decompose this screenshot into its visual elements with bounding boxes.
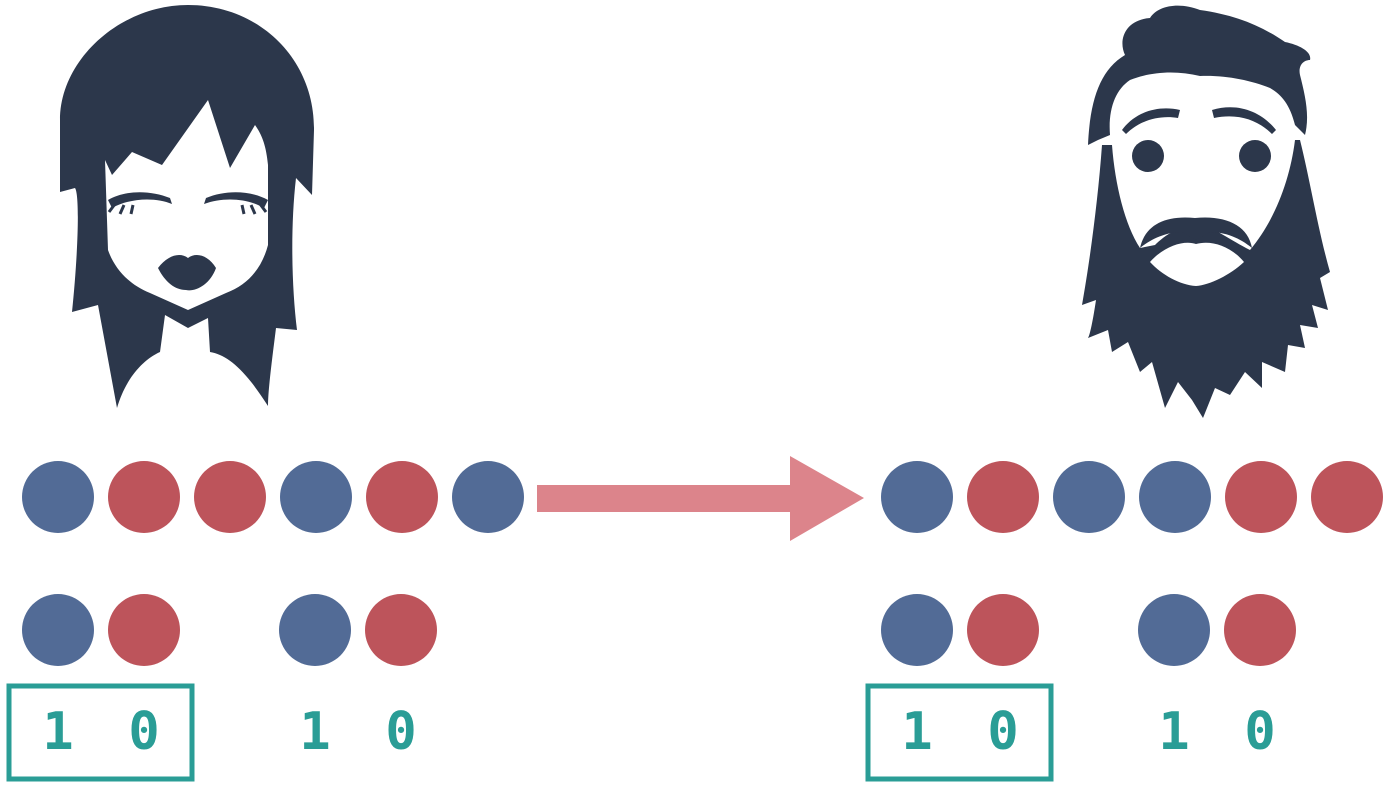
receiver-photon-sequence [881, 461, 1383, 533]
red-photon [194, 461, 266, 533]
blue-photon [881, 461, 953, 533]
blue-photon [22, 461, 94, 533]
blue-photon [279, 594, 351, 666]
bit-value: 0 [987, 702, 1018, 762]
highlight-box [865, 683, 1054, 782]
highlight-box [6, 683, 195, 782]
red-photon [108, 461, 180, 533]
red-photon [1311, 461, 1383, 533]
bearded-man-face-icon [1082, 5, 1330, 418]
red-photon [967, 594, 1039, 666]
red-photon [365, 594, 437, 666]
bit-value: 1 [901, 702, 932, 762]
blue-photon [1053, 461, 1125, 533]
sender-photon-sequence [22, 461, 524, 533]
red-photon [1224, 594, 1296, 666]
red-photon [1225, 461, 1297, 533]
red-photon [967, 461, 1039, 533]
receiver-sifted-pairs [881, 594, 1296, 666]
blue-photon [280, 461, 352, 533]
blue-photon [881, 594, 953, 666]
bit-value: 0 [385, 702, 416, 762]
red-photon [366, 461, 438, 533]
blue-photon [1139, 461, 1211, 533]
bit-value: 1 [42, 702, 73, 762]
red-photon [108, 594, 180, 666]
right-arrow-icon [537, 456, 864, 541]
woman-face-icon [60, 5, 315, 408]
bit-value: 0 [1244, 702, 1275, 762]
blue-photon [1138, 594, 1210, 666]
sender-sifted-pairs [22, 594, 437, 666]
bit-value: 0 [128, 702, 159, 762]
blue-photon [452, 461, 524, 533]
blue-photon [22, 594, 94, 666]
bit-value: 1 [299, 702, 330, 762]
bit-value: 1 [1158, 702, 1189, 762]
